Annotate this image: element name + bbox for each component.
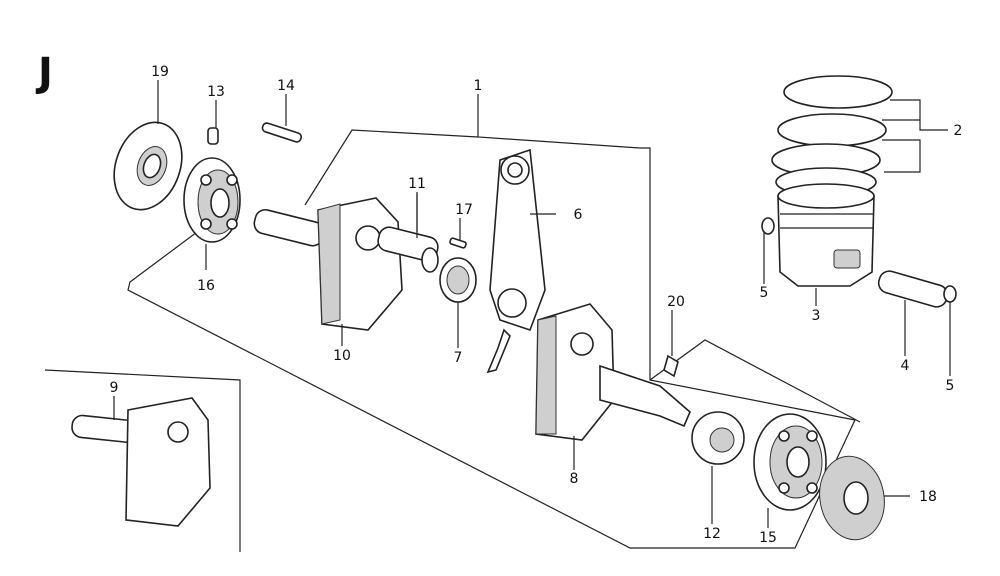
label-part-13: 13 xyxy=(207,84,225,100)
label-part-6: 6 xyxy=(574,207,583,223)
label-part-1: 1 xyxy=(474,78,483,94)
inset-divider xyxy=(44,369,241,552)
label-part-19: 19 xyxy=(151,64,169,80)
needle-bearing-7 xyxy=(439,257,477,303)
circlip-5-left xyxy=(761,217,775,235)
label-part-16: 16 xyxy=(197,278,215,294)
oil-seal-18 xyxy=(819,455,885,541)
label-part-2: 2 xyxy=(954,123,963,139)
section-letter: J xyxy=(35,50,53,96)
label-part-3: 3 xyxy=(812,308,821,324)
piston-rings-2 xyxy=(771,75,893,197)
label-part-12: 12 xyxy=(703,526,721,542)
dowel-pin-13 xyxy=(207,127,219,145)
crank-half-8 xyxy=(535,303,691,441)
key-14 xyxy=(261,122,303,143)
label-part-14: 14 xyxy=(277,78,295,94)
crank-half-10 xyxy=(253,197,439,331)
label-part-8: 8 xyxy=(570,471,579,487)
label-part-11: 11 xyxy=(408,176,426,192)
piston-3 xyxy=(777,183,875,287)
label-part-15: 15 xyxy=(759,530,777,546)
piston-pin-4 xyxy=(877,270,949,308)
label-part-5-left: 5 xyxy=(760,285,769,301)
label-part-9: 9 xyxy=(110,380,119,396)
label-part-10: 10 xyxy=(333,348,351,364)
label-part-5-right: 5 xyxy=(946,378,955,394)
label-part-20: 20 xyxy=(667,294,685,310)
roll-pin-17 xyxy=(449,237,467,249)
label-part-7: 7 xyxy=(454,350,463,366)
timing-gear-12 xyxy=(691,411,745,465)
woodruff-key-20 xyxy=(663,354,679,378)
ball-bearing-15 xyxy=(753,413,827,511)
label-part-18: 18 xyxy=(919,489,937,505)
label-part-17: 17 xyxy=(455,202,473,218)
seal-plate-19 xyxy=(113,121,183,211)
crank-half-9-inset xyxy=(71,397,211,527)
label-part-4: 4 xyxy=(901,358,910,374)
connecting-rod-6 xyxy=(486,148,546,374)
circlip-5-right xyxy=(943,285,957,303)
leader-lines xyxy=(113,80,951,528)
ball-bearing-16 xyxy=(183,157,241,243)
